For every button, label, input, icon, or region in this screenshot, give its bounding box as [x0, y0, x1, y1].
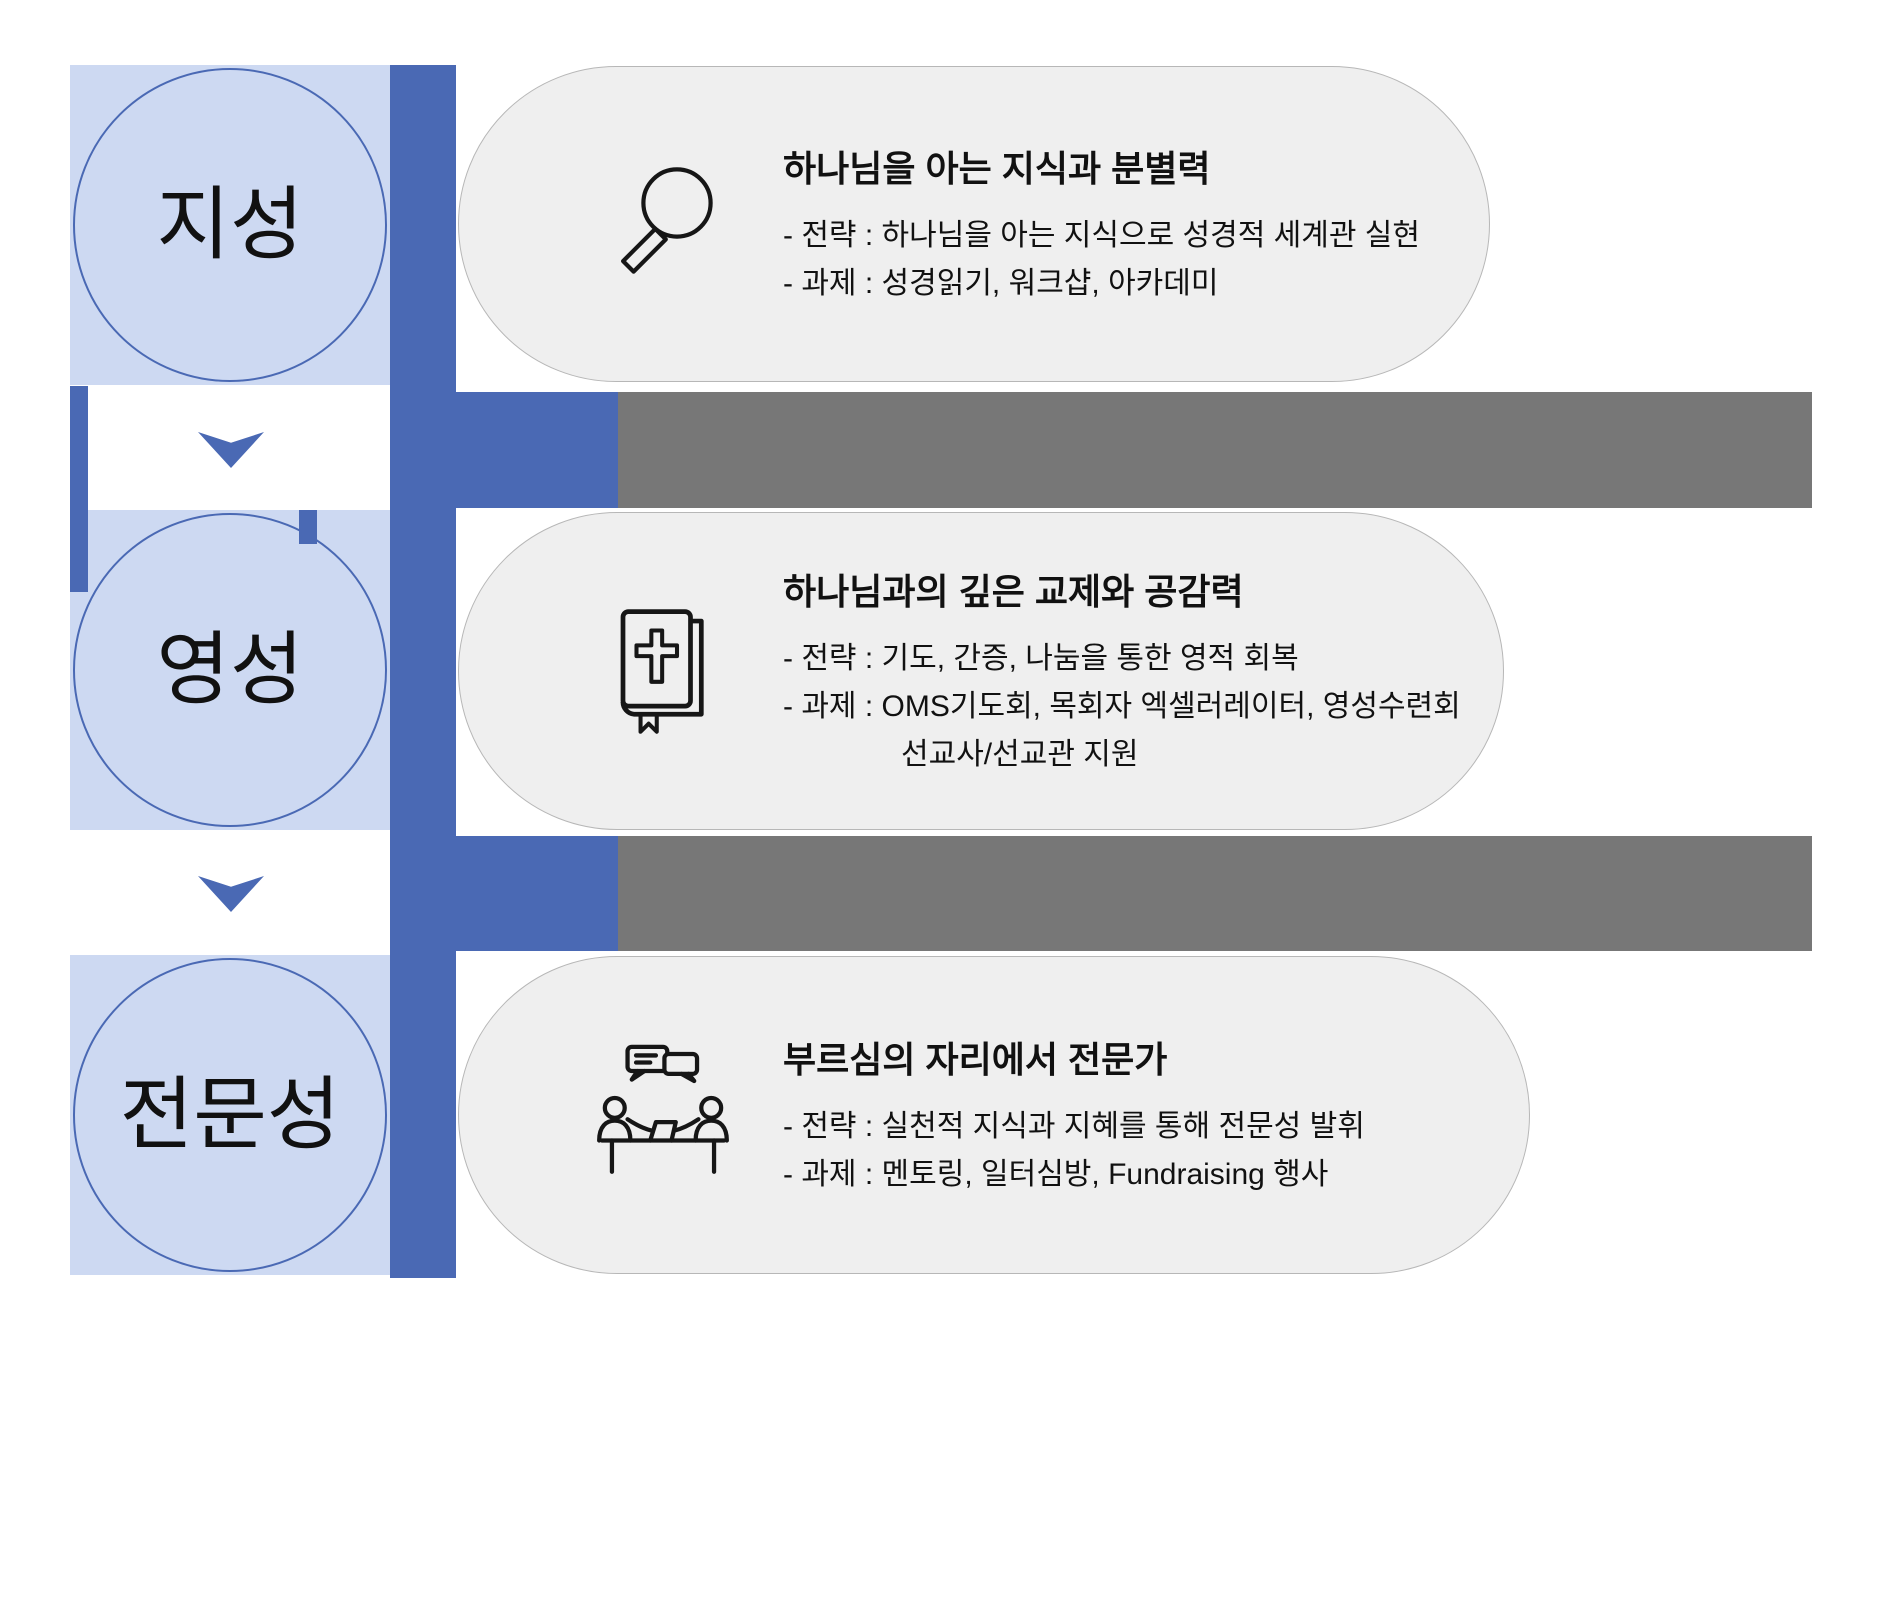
connector-line — [70, 386, 88, 592]
detail-card: 부르심의 자리에서 전문가 - 전략 : 실천적 지식과 지혜를 통해 전문성 … — [458, 956, 1530, 1274]
magnifier-icon — [585, 154, 741, 294]
connector-line — [299, 510, 317, 544]
card-text: 부르심의 자리에서 전문가 - 전략 : 실천적 지식과 지혜를 통해 전문성 … — [783, 1031, 1365, 1199]
category-circle: 영성 — [73, 513, 387, 827]
category-circle: 지성 — [73, 68, 387, 382]
flow-band-blue — [390, 836, 618, 951]
card-line: 선교사/선교관 지원 — [901, 738, 1139, 771]
category-label: 지성 — [156, 180, 304, 269]
card-line: - 과제 : 멘토링, 일터심방, Fundraising 행사 — [783, 1158, 1329, 1191]
detail-card: 하나님을 아는 지식과 분별력 - 전략 : 하나님을 아는 지식으로 성경적 … — [458, 66, 1490, 382]
flow-band-gray — [618, 836, 1812, 951]
card-line: - 전략 : 하나님을 아는 지식으로 성경적 세계관 실현 — [783, 219, 1421, 252]
discussion-icon — [585, 1040, 741, 1190]
card-line: - 전략 : 실천적 지식과 지혜를 통해 전문성 발휘 — [783, 1110, 1365, 1143]
card-line: - 과제 : OMS기도회, 목회자 엑셀러레이터, 영성수련회 — [783, 690, 1461, 723]
category-tile: 지성 — [70, 65, 390, 385]
card-line: - 과제 : 성경읽기, 워크샵, 아카데미 — [783, 267, 1219, 300]
down-arrow-icon — [198, 432, 264, 468]
card-text: 하나님과의 깊은 교제와 공감력 - 전략 : 기도, 간증, 나눔을 통한 영… — [783, 563, 1461, 779]
card-title: 하나님과의 깊은 교제와 공감력 — [783, 571, 1244, 612]
detail-card: 하나님과의 깊은 교제와 공감력 - 전략 : 기도, 간증, 나눔을 통한 영… — [458, 512, 1504, 830]
category-tile: 전문성 — [70, 955, 390, 1275]
card-title: 부르심의 자리에서 전문가 — [783, 1039, 1168, 1080]
bible-icon — [585, 591, 741, 751]
vertical-flow-bar — [390, 65, 456, 1278]
category-label: 영성 — [156, 625, 304, 714]
flow-band-gray — [618, 392, 1812, 508]
card-line: - 전략 : 기도, 간증, 나눔을 통한 영적 회복 — [783, 642, 1299, 675]
card-text: 하나님을 아는 지식과 분별력 - 전략 : 하나님을 아는 지식으로 성경적 … — [783, 140, 1420, 308]
category-label: 전문성 — [119, 1070, 341, 1159]
flow-band-blue — [390, 392, 618, 508]
card-title: 하나님을 아는 지식과 분별력 — [783, 148, 1211, 189]
category-tile: 영성 — [70, 510, 390, 830]
category-circle: 전문성 — [73, 958, 387, 1272]
down-arrow-icon — [198, 876, 264, 912]
